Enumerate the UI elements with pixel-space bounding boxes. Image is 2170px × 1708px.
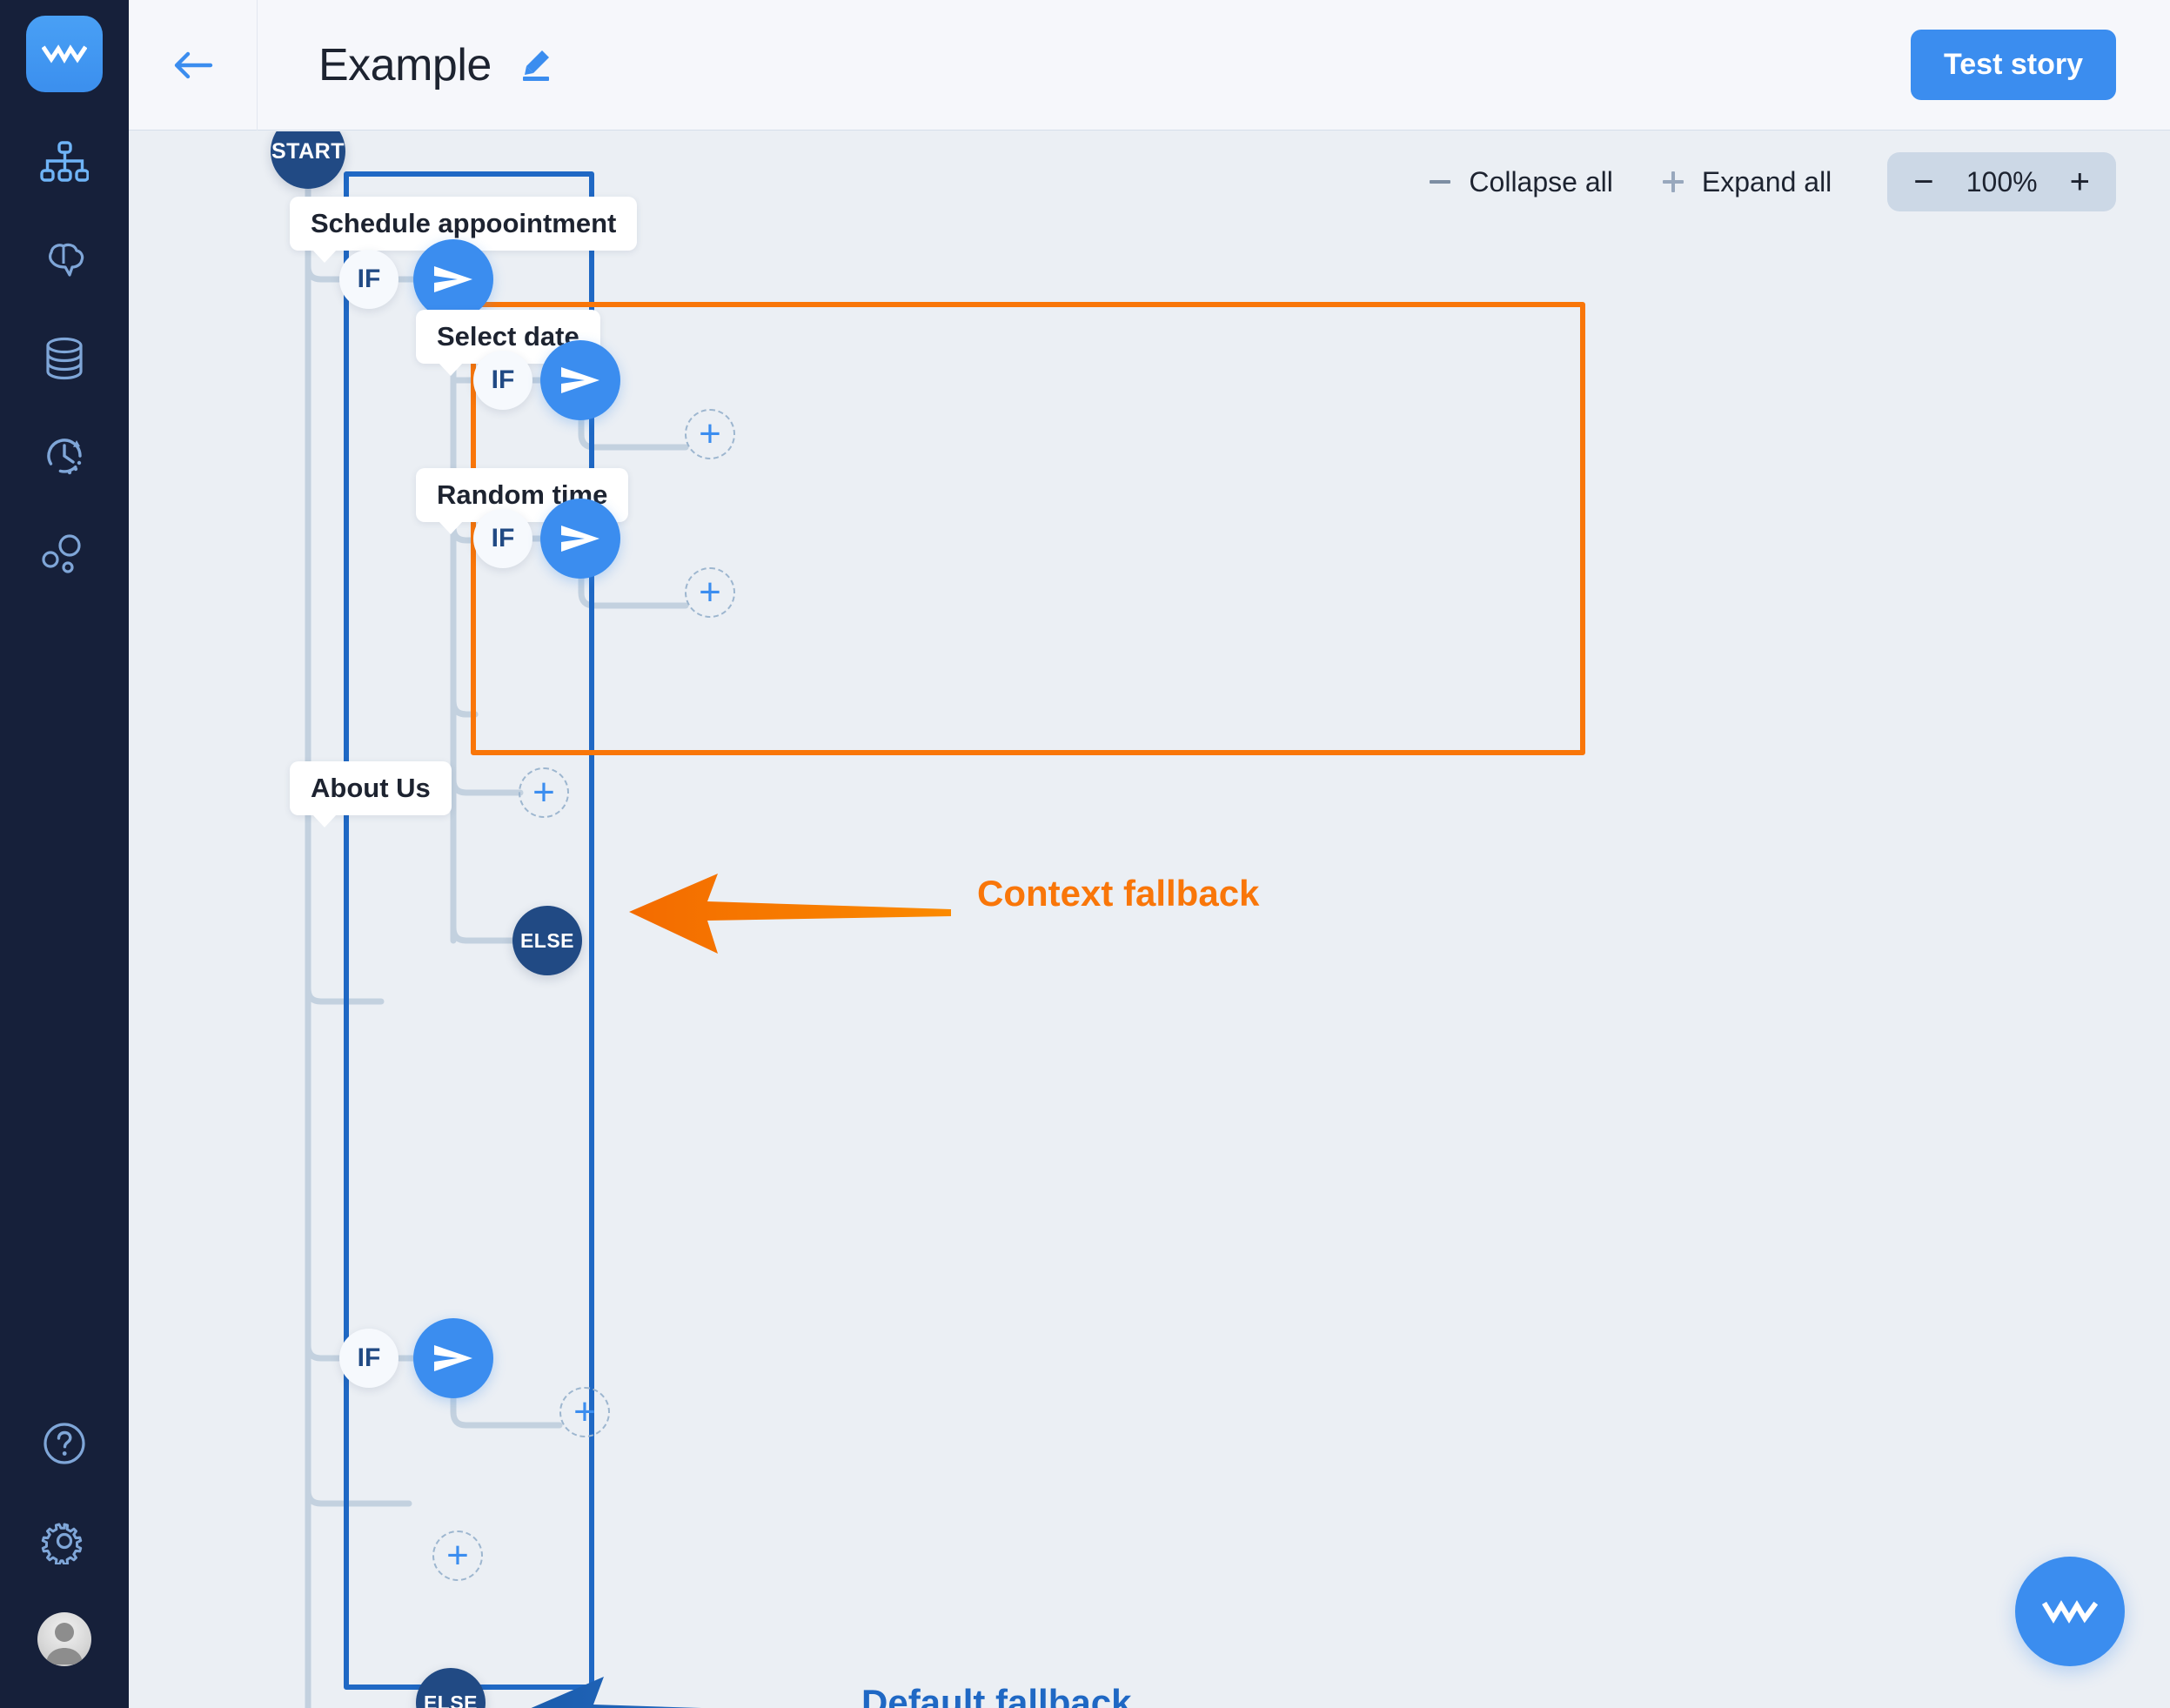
flow-canvas[interactable]: Collapse all Expand all − 100% +: [129, 131, 2170, 1708]
node-tag-about-us[interactable]: About Us: [290, 761, 452, 827]
sidebar-item-settings[interactable]: [38, 1515, 90, 1567]
sidebar-nav: [38, 137, 90, 579]
else-node-label: ELSE: [512, 906, 582, 975]
collapse-all-button[interactable]: Collapse all: [1403, 166, 1635, 198]
if-node-select-date[interactable]: IF: [473, 351, 532, 410]
database-icon: [46, 337, 83, 380]
else-node-context[interactable]: ELSE: [512, 682, 582, 975]
send-node-button: [540, 340, 620, 420]
add-node-select-date[interactable]: +: [685, 409, 735, 459]
expand-all-label: Expand all: [1701, 165, 1832, 198]
add-node-random-time[interactable]: +: [685, 567, 735, 618]
if-node-random-time[interactable]: IF: [473, 509, 532, 568]
send-node-button: [413, 1318, 493, 1398]
if-node-label: IF: [339, 250, 399, 309]
plus-icon: [1662, 171, 1684, 192]
context-fallback-arrow: [629, 874, 951, 954]
flow-connectors: [305, 180, 689, 1708]
sidebar-bottom-nav: [37, 1417, 91, 1666]
if-node-label: IF: [473, 351, 532, 410]
paper-plane-icon: [434, 266, 472, 292]
arrow-left-icon: [174, 51, 212, 78]
sidebar-item-history[interactable]: [38, 430, 90, 482]
gear-icon: [41, 1523, 83, 1564]
zigzag-logo-icon: [42, 44, 87, 64]
sidebar-item-help[interactable]: [38, 1417, 90, 1470]
collapse-all-label: Collapse all: [1469, 165, 1613, 198]
zigzag-logo-icon: [2042, 1600, 2098, 1624]
add-node-button: +: [519, 767, 569, 818]
paper-plane-icon: [561, 526, 599, 552]
add-node-context-branch[interactable]: +: [519, 767, 569, 818]
sidebar-item-database[interactable]: [38, 332, 90, 385]
default-fallback-label: Default fallback: [861, 1682, 1132, 1708]
if-node-about-us[interactable]: IF: [339, 1329, 399, 1388]
else-node-label: ELSE: [416, 1668, 486, 1708]
expand-all-button[interactable]: Expand all: [1636, 166, 1854, 198]
add-node-about-us[interactable]: +: [559, 1387, 610, 1437]
add-node-button: +: [685, 567, 735, 618]
send-node-select-date[interactable]: [540, 340, 620, 420]
minus-icon: [1430, 180, 1451, 184]
zoom-in-button[interactable]: +: [2069, 163, 2090, 201]
start-node-label: START: [271, 131, 345, 189]
brain-icon: [49, 243, 84, 277]
clock-history-icon: [47, 439, 82, 475]
if-node-schedule[interactable]: IF: [339, 250, 399, 309]
default-fallback-arrow: [531, 1677, 702, 1708]
send-node-button: [413, 239, 493, 319]
else-node-default[interactable]: ELSE: [416, 1668, 486, 1708]
chat-fab-button[interactable]: [2015, 1557, 2125, 1666]
if-node-label: IF: [339, 1329, 399, 1388]
send-node-schedule[interactable]: [413, 239, 493, 319]
sitemap-icon: [40, 141, 89, 182]
start-node[interactable]: START: [271, 131, 345, 189]
send-node-button: [540, 499, 620, 579]
add-node-button: +: [559, 1387, 610, 1437]
add-node-button: +: [432, 1531, 483, 1581]
title-group: Example: [258, 39, 553, 91]
page-title: Example: [318, 39, 492, 90]
avatar[interactable]: [37, 1612, 91, 1666]
edit-title-button[interactable]: [516, 47, 553, 84]
if-node-label: IF: [473, 509, 532, 568]
zoom-control: − 100% +: [1887, 152, 2116, 211]
zoom-level: 100%: [1966, 165, 2038, 198]
back-button[interactable]: [129, 0, 258, 131]
sidebar-item-flows[interactable]: [38, 137, 90, 190]
question-circle-icon: [44, 1423, 85, 1464]
paper-plane-icon: [561, 367, 599, 393]
send-node-about-us[interactable]: [413, 1318, 493, 1398]
send-node-random-time[interactable]: [540, 499, 620, 579]
bubbles-icon: [42, 534, 81, 573]
context-fallback-label: Context fallback: [977, 873, 1260, 914]
sidebar-item-analytics[interactable]: [38, 527, 90, 579]
sidebar-item-brain[interactable]: [38, 235, 90, 287]
avatar-icon: [46, 1623, 83, 1664]
canvas-toolbar: Collapse all Expand all − 100% +: [1403, 152, 2116, 211]
pencil-icon: [522, 50, 549, 81]
paper-plane-icon: [434, 1345, 472, 1371]
add-node-button: +: [685, 409, 735, 459]
add-node-root-branch[interactable]: +: [432, 1531, 483, 1581]
top-header: Example Test story: [129, 0, 2170, 131]
test-story-button[interactable]: Test story: [1911, 30, 2116, 100]
app-logo[interactable]: [26, 16, 103, 92]
zoom-out-button[interactable]: −: [1913, 163, 1934, 201]
left-sidebar: [0, 0, 129, 1708]
